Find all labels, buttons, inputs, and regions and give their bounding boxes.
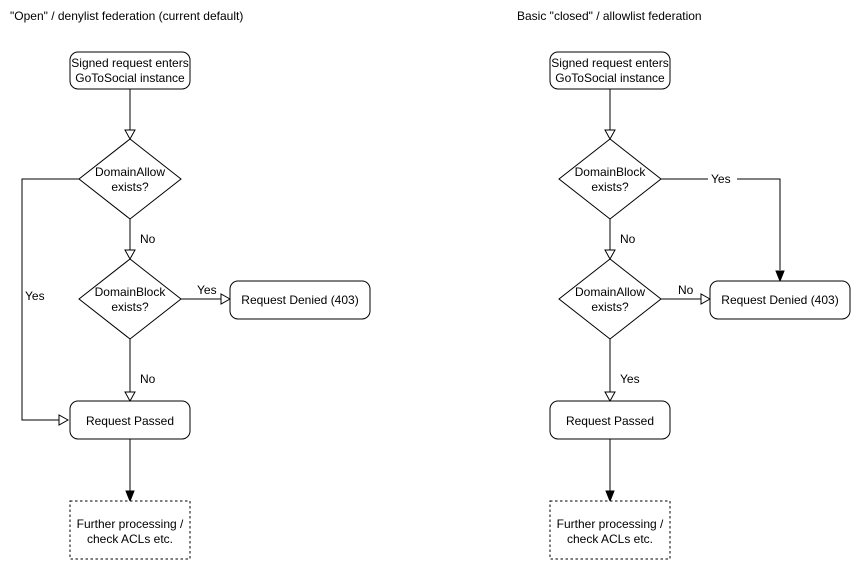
left-arrowhead-open-passed-top	[124, 391, 136, 403]
right-check1-diamond	[558, 138, 662, 220]
right-further-line1: Further processing /	[557, 517, 664, 531]
left-denied-node	[229, 280, 371, 320]
left-check1-diamond	[78, 138, 182, 220]
right-arrowhead-open-denied	[700, 293, 712, 305]
right-start-line2: GoToSocial instance	[555, 71, 665, 85]
right-check2-line1: DomainAllow	[575, 285, 645, 299]
right-arrowhead-open-check1	[604, 129, 616, 141]
left-check1-yes-label: Yes	[25, 289, 45, 303]
left-start-node	[69, 51, 191, 90]
left-arrowhead-open-check1	[124, 129, 136, 141]
left-start-line1: Signed request enters	[71, 56, 188, 70]
left-check1-no-label: No	[140, 232, 156, 246]
left-further-node-label: Further processing /check ACLs etc.	[77, 517, 184, 546]
right-denied-node-label: Request Denied (403)	[721, 293, 838, 307]
right-chart-title: Basic "closed" / allowlist federation	[517, 9, 702, 23]
right-arrowhead-filled-denied-top	[775, 270, 785, 283]
left-chart-title: "Open" / denylist federation (current de…	[10, 9, 243, 23]
right-check1-yes-label: Yes	[711, 172, 731, 186]
right-arrowhead-filled-further	[605, 490, 615, 503]
right-arrowhead-open-passed-top	[604, 391, 616, 403]
left-edge-check1-yes-loop	[21, 178, 79, 421]
right-check1-yes-label-bg	[708, 171, 737, 185]
right-check1-line1: DomainBlock	[575, 165, 647, 179]
left-further-node	[69, 500, 191, 560]
right-check2-line2: exists?	[591, 300, 629, 314]
left-passed-node	[69, 400, 191, 440]
right-denied-node	[709, 280, 851, 320]
left-start-line2: GoToSocial instance	[75, 71, 185, 85]
left-check1-line2: exists?	[111, 180, 149, 194]
left-check2-line1: DomainBlock	[95, 285, 167, 299]
left-passed-node-label: Request Passed	[86, 414, 174, 428]
right-further-node	[549, 500, 671, 560]
left-check1-line1: DomainAllow	[95, 165, 165, 179]
left-check2-no-label: No	[140, 372, 156, 386]
left-check2-yes-label: Yes	[197, 283, 217, 297]
left-arrowhead-filled-further	[125, 490, 135, 503]
right-check2-no-label: No	[678, 283, 694, 297]
left-further-line1: Further processing /	[77, 517, 184, 531]
left-arrowhead-open-passed-left	[58, 414, 70, 426]
right-check1-no-label: No	[620, 232, 636, 246]
left-denied-node-label: Request Denied (403)	[241, 293, 358, 307]
right-check1-line2: exists?	[591, 180, 629, 194]
right-check2-yes-label: Yes	[620, 372, 640, 386]
right-further-line2: check ACLs etc.	[567, 532, 653, 546]
left-flowchart: "Open" / denylist federation (current de…	[10, 9, 371, 560]
left-arrowhead-open-check2	[124, 249, 136, 261]
left-check2-line2: exists?	[111, 300, 149, 314]
right-edge-check1-yes-to-denied	[661, 178, 781, 270]
right-arrowhead-open-check2	[604, 249, 616, 261]
right-start-line1: Signed request enters	[551, 56, 668, 70]
right-check2-diamond	[558, 258, 662, 340]
right-flowchart: Basic "closed" / allowlist federation Ye…	[517, 9, 851, 560]
right-passed-node	[549, 400, 671, 440]
left-arrowhead-open-denied	[220, 293, 232, 305]
left-further-line2: check ACLs etc.	[87, 532, 173, 546]
right-start-node	[549, 51, 671, 90]
right-further-node-label: Further processing /check ACLs etc.	[557, 517, 664, 546]
right-passed-node-label: Request Passed	[566, 414, 654, 428]
left-check2-diamond	[78, 258, 182, 340]
